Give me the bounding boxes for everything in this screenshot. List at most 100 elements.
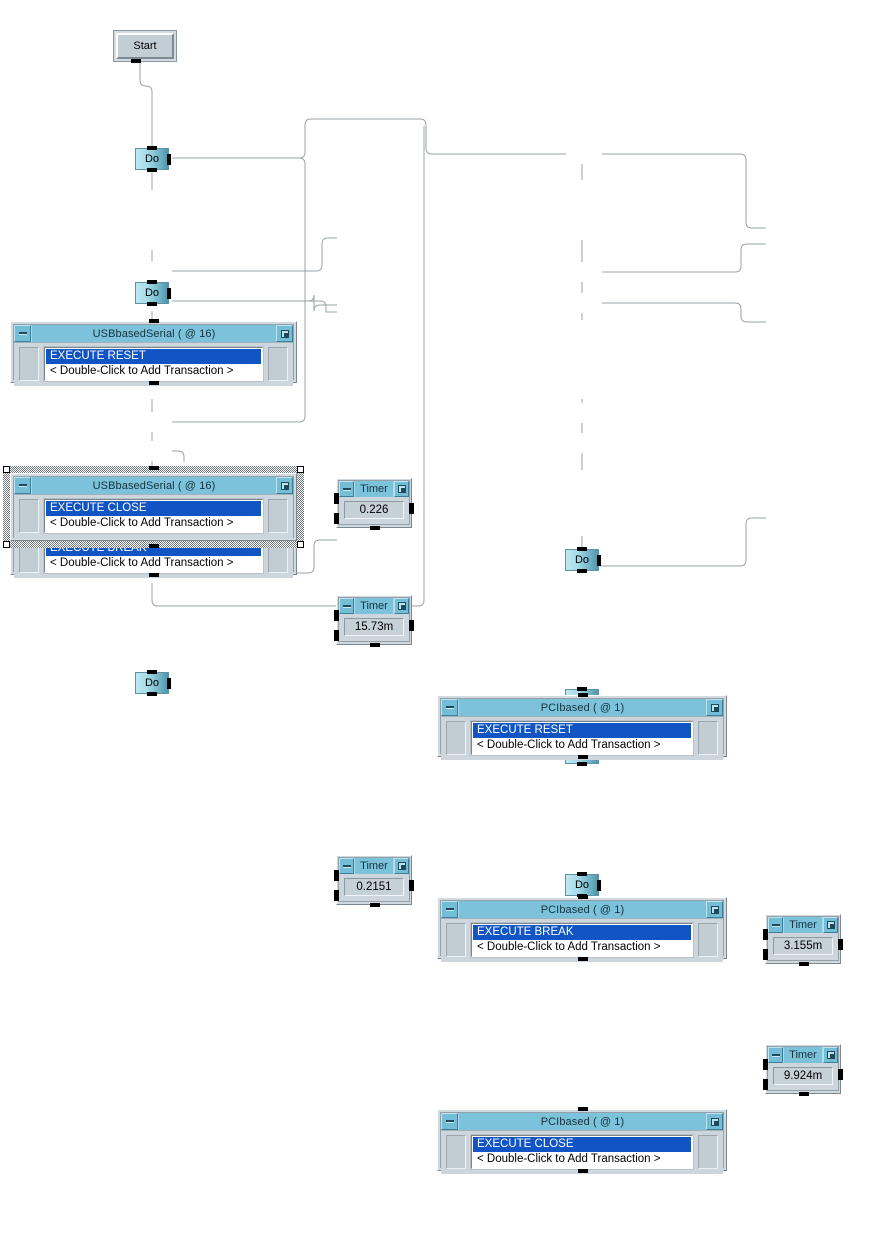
minimize-icon[interactable] <box>441 699 458 716</box>
restore-icon[interactable] <box>706 901 723 918</box>
do-output-port[interactable] <box>577 569 587 573</box>
timer-title-bar[interactable]: Timer <box>768 1047 838 1063</box>
minimize-icon[interactable] <box>768 1047 783 1063</box>
transaction-command[interactable]: EXECUTE BREAK <box>473 925 691 940</box>
block-output-port[interactable] <box>578 1169 588 1173</box>
timer-bottom-port[interactable] <box>370 526 380 530</box>
timer-output-port[interactable] <box>838 939 843 950</box>
timer-title-bar[interactable]: Timer <box>339 481 409 497</box>
add-transaction-hint[interactable]: < Double-Click to Add Transaction > <box>50 365 234 377</box>
do-branch-port[interactable] <box>597 555 601 566</box>
do-branch-port[interactable] <box>597 880 601 891</box>
transaction-list[interactable]: EXECUTE RESET < Double-Click to Add Tran… <box>43 346 264 382</box>
do-node-6[interactable]: Do <box>135 670 171 696</box>
transaction-block-pci-reset[interactable]: PCIbased ( @ 1) EXECUTE RESET < Double-C… <box>437 693 727 760</box>
resize-handle-se[interactable] <box>297 541 304 548</box>
transaction-command[interactable]: EXECUTE CLOSE <box>473 1137 691 1152</box>
timer-start-port[interactable] <box>763 1059 768 1070</box>
minimize-icon[interactable] <box>339 481 354 497</box>
do-input-port[interactable] <box>147 146 157 150</box>
block-input-port[interactable] <box>578 1107 588 1111</box>
timer-stop-port[interactable] <box>763 1079 768 1090</box>
restore-icon[interactable] <box>394 858 409 874</box>
restore-icon[interactable] <box>706 1113 723 1130</box>
transaction-list[interactable]: EXECUTE BREAK < Double-Click to Add Tran… <box>470 922 694 958</box>
resize-handle-sw[interactable] <box>3 541 10 548</box>
timer-title-bar[interactable]: Timer <box>339 598 409 614</box>
transaction-block-pci-break[interactable]: PCIbased ( @ 1) EXECUTE BREAK < Double-C… <box>437 895 727 962</box>
do-branch-port[interactable] <box>167 288 171 299</box>
timer-block-pci-reset[interactable]: Timer 3.155m <box>763 914 843 966</box>
do-node-2[interactable]: Do <box>135 280 171 306</box>
restore-icon[interactable] <box>394 598 409 614</box>
do-node-1[interactable]: Do <box>135 146 171 172</box>
block-input-port[interactable] <box>578 895 588 899</box>
transaction-list[interactable]: EXECUTE CLOSE < Double-Click to Add Tran… <box>470 1134 694 1170</box>
start-block[interactable]: Start <box>113 30 177 63</box>
do-output-port[interactable] <box>147 692 157 696</box>
restore-icon[interactable] <box>823 1047 838 1063</box>
minimize-icon[interactable] <box>14 325 31 342</box>
do-input-port[interactable] <box>577 547 587 551</box>
block-output-port[interactable] <box>149 544 159 548</box>
minimize-icon[interactable] <box>14 477 31 494</box>
block-title-bar[interactable]: PCIbased ( @ 1) <box>441 699 723 717</box>
timer-block-usb-close[interactable]: Timer 0.2151 <box>334 855 414 907</box>
transaction-block-usb-reset[interactable]: USBbasedSerial ( @ 16) EXECUTE RESET < D… <box>10 319 297 386</box>
transaction-command[interactable]: EXECUTE RESET <box>473 723 691 738</box>
timer-output-port[interactable] <box>409 880 414 891</box>
add-transaction-hint[interactable]: < Double-Click to Add Transaction > <box>50 517 234 529</box>
minimize-icon[interactable] <box>768 917 783 933</box>
timer-stop-port[interactable] <box>334 513 339 524</box>
timer-title-bar[interactable]: Timer <box>768 917 838 933</box>
timer-start-port[interactable] <box>334 610 339 621</box>
do-input-port[interactable] <box>147 280 157 284</box>
timer-block-usb-reset[interactable]: Timer 0.226 <box>334 478 414 530</box>
transaction-list[interactable]: EXECUTE RESET < Double-Click to Add Tran… <box>470 720 694 756</box>
block-output-port[interactable] <box>149 381 159 385</box>
timer-start-port[interactable] <box>763 929 768 940</box>
timer-bottom-port[interactable] <box>370 643 380 647</box>
resize-handle-nw[interactable] <box>3 466 10 473</box>
timer-bottom-port[interactable] <box>370 903 380 907</box>
timer-stop-port[interactable] <box>334 630 339 641</box>
restore-icon[interactable] <box>276 325 293 342</box>
restore-icon[interactable] <box>706 699 723 716</box>
timer-stop-port[interactable] <box>334 890 339 901</box>
minimize-icon[interactable] <box>339 858 354 874</box>
block-output-port[interactable] <box>149 573 159 577</box>
minimize-icon[interactable] <box>441 1113 458 1130</box>
transaction-list[interactable]: EXECUTE CLOSE < Double-Click to Add Tran… <box>43 498 264 534</box>
do-output-port[interactable] <box>147 168 157 172</box>
minimize-icon[interactable] <box>441 901 458 918</box>
do-output-port[interactable] <box>577 762 587 766</box>
add-transaction-hint[interactable]: < Double-Click to Add Transaction > <box>477 739 661 751</box>
timer-start-port[interactable] <box>334 870 339 881</box>
block-title-bar[interactable]: PCIbased ( @ 1) <box>441 1113 723 1131</box>
do-branch-port[interactable] <box>167 154 171 165</box>
start-output-port[interactable] <box>131 59 141 63</box>
selection-marquee-usb-close[interactable]: USBbasedSerial ( @ 16) EXECUTE CLOSE < D… <box>3 466 304 548</box>
transaction-block-usb-close[interactable]: USBbasedSerial ( @ 16) EXECUTE CLOSE < D… <box>10 466 297 548</box>
restore-icon[interactable] <box>823 917 838 933</box>
transaction-block-pci-close[interactable]: PCIbased ( @ 1) EXECUTE CLOSE < Double-C… <box>437 1107 727 1174</box>
restore-icon[interactable] <box>276 477 293 494</box>
do-output-port[interactable] <box>147 302 157 306</box>
timer-stop-port[interactable] <box>763 949 768 960</box>
add-transaction-hint[interactable]: < Double-Click to Add Transaction > <box>50 557 234 569</box>
do-input-port[interactable] <box>147 670 157 674</box>
do-input-port[interactable] <box>577 687 587 691</box>
block-title-bar[interactable]: USBbasedSerial ( @ 16) <box>14 477 293 495</box>
do-node-7[interactable]: Do <box>565 547 601 573</box>
block-input-port[interactable] <box>578 693 588 697</box>
timer-block-pci-break[interactable]: Timer 9.924m <box>763 1044 843 1096</box>
sequence-canvas[interactable]: Start Do Do Do Do Do Do <box>0 0 879 1174</box>
restore-icon[interactable] <box>394 481 409 497</box>
timer-bottom-port[interactable] <box>799 962 809 966</box>
timer-output-port[interactable] <box>409 503 414 514</box>
timer-output-port[interactable] <box>838 1069 843 1080</box>
block-title-bar[interactable]: PCIbased ( @ 1) <box>441 901 723 919</box>
minimize-icon[interactable] <box>339 598 354 614</box>
do-input-port[interactable] <box>577 872 587 876</box>
timer-start-port[interactable] <box>334 493 339 504</box>
